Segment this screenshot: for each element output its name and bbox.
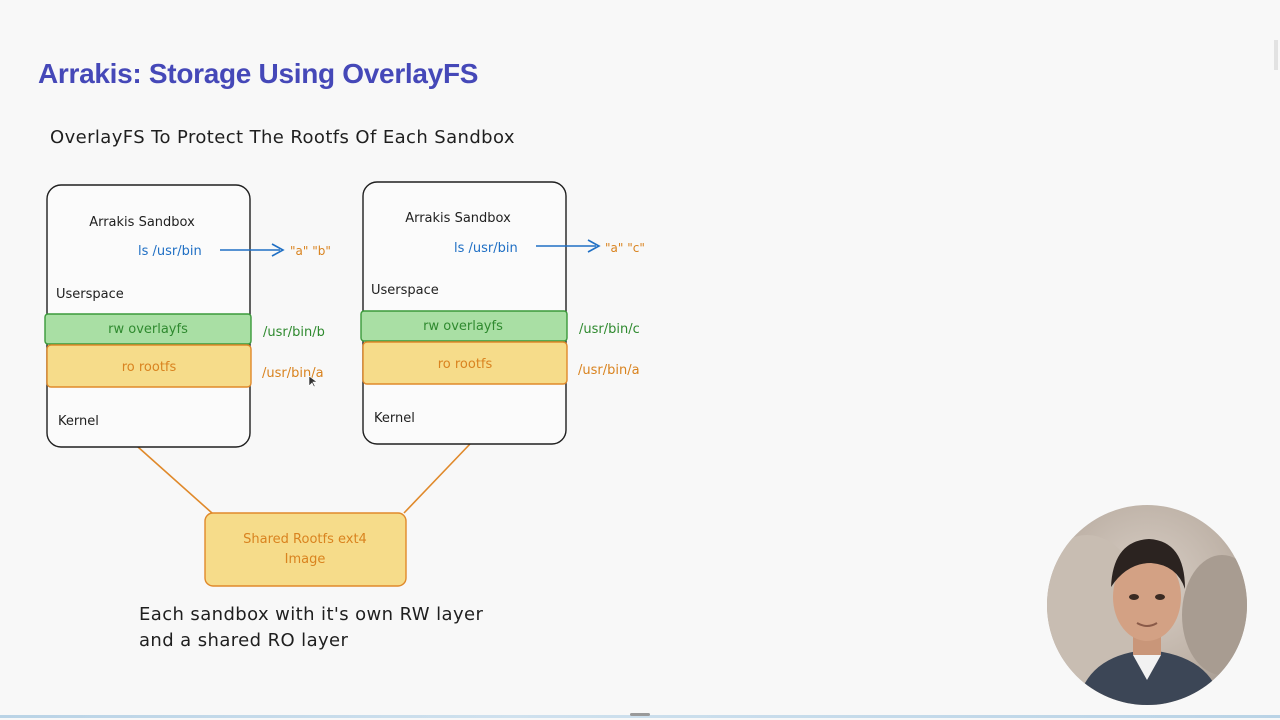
- sandbox-1-arrow-head: [271, 243, 285, 257]
- sandbox-2-rw-path: /usr/bin/c: [579, 322, 640, 337]
- caption-line-1: Each sandbox with it's own RW layer: [139, 604, 484, 625]
- sandbox-1-ro-path: /usr/bin/a: [262, 366, 324, 381]
- shared-rootfs-line2: Image: [285, 552, 326, 567]
- presenter-silhouette: [1047, 535, 1247, 705]
- sandbox-2-result: "a" "c": [605, 241, 645, 255]
- caption-line-2: and a shared RO layer: [139, 630, 349, 651]
- sandbox-1-rw-label: rw overlayfs: [108, 322, 188, 337]
- sandbox-2-ro-label: ro rootfs: [438, 357, 493, 372]
- sandbox-2-userspace: Userspace: [371, 283, 439, 298]
- sandbox-1: Arrakis Sandbox ls /usr/bin "a" "b" User…: [44, 184, 331, 448]
- slide-subtitle: OverlayFS To Protect The Rootfs Of Each …: [50, 127, 515, 148]
- sandbox-2-rw-layer: [360, 310, 568, 342]
- sandbox-1-kernel: Kernel: [58, 414, 99, 429]
- webcam-presenter: [1047, 505, 1247, 705]
- sandbox-2-ro-layer: [362, 341, 568, 385]
- window-edge: [1274, 40, 1278, 70]
- sandbox-1-result: "a" "b": [290, 244, 331, 258]
- sandbox-2: Arrakis Sandbox ls /usr/bin "a" "c" User…: [360, 181, 645, 445]
- sandbox-2-arrow-head: [587, 239, 601, 253]
- slide-caption: Each sandbox with it's own RW layer and …: [139, 602, 483, 654]
- connector-right: [403, 443, 471, 514]
- sandbox-2-label: Arrakis Sandbox: [405, 211, 511, 226]
- sandbox-2-command: ls /usr/bin: [454, 241, 518, 256]
- sandbox-1-label: Arrakis Sandbox: [89, 215, 195, 230]
- shared-rootfs-image: Shared Rootfs ext4 Image: [204, 512, 407, 587]
- sandbox-2-ro-path: /usr/bin/a: [578, 363, 640, 378]
- sandbox-2-kernel: Kernel: [374, 411, 415, 426]
- shared-rootfs-box: [204, 512, 407, 587]
- progress-track: [0, 715, 1280, 718]
- cursor-pointer-icon: [308, 375, 318, 388]
- shared-rootfs-line1: Shared Rootfs ext4: [243, 532, 367, 547]
- sandbox-1-ro-layer: [46, 344, 252, 388]
- sandbox-1-rw-path: /usr/bin/b: [263, 325, 325, 340]
- slide-title: Arrakis: Storage Using OverlayFS: [38, 58, 479, 89]
- sandbox-1-ro-label: ro rootfs: [122, 360, 177, 375]
- scroll-thumb[interactable]: [630, 713, 650, 716]
- sandbox-1-command: ls /usr/bin: [138, 244, 202, 259]
- sandbox-2-rw-label: rw overlayfs: [423, 319, 503, 334]
- sandbox-1-rw-layer: [44, 313, 252, 345]
- connector-left: [137, 446, 213, 514]
- sandbox-1-userspace: Userspace: [56, 287, 124, 302]
